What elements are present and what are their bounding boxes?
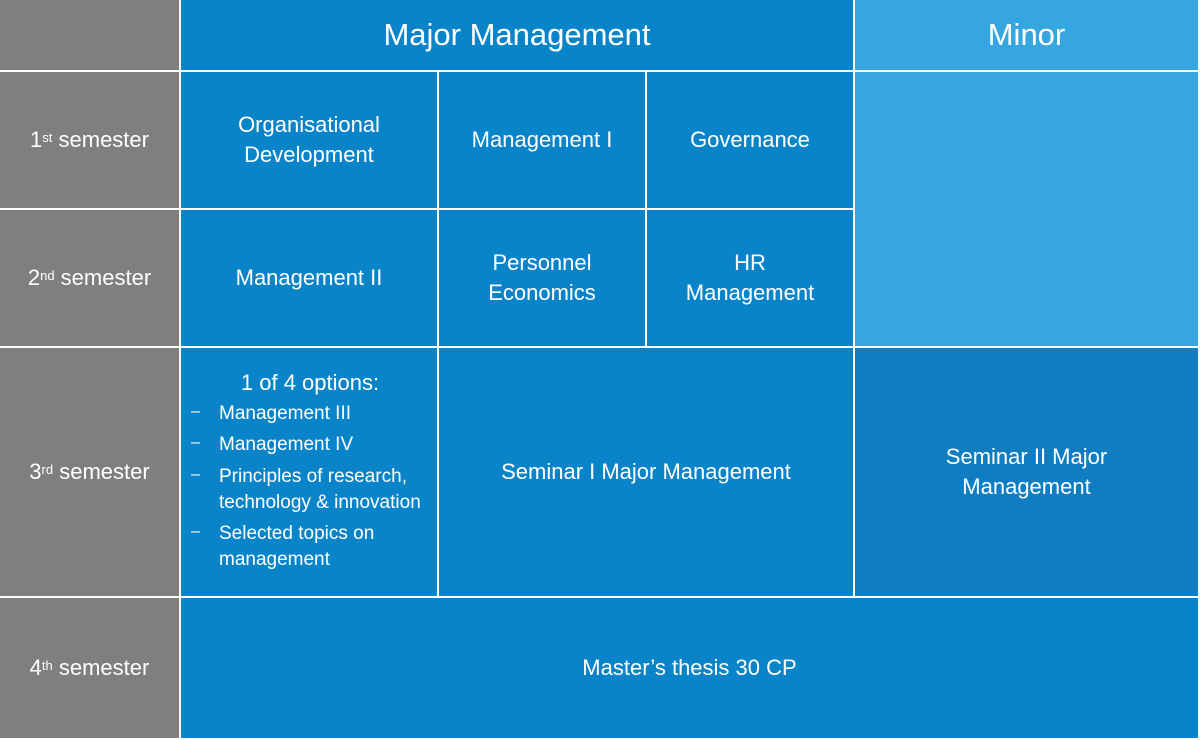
corner-cell [0,0,181,72]
module-personnel-economics: Personnel Economics [439,210,647,348]
module-management-2: Management II [181,210,439,348]
major-header-label: Major Management [383,17,651,53]
list-item: –Management IV [191,432,429,458]
minor-block [855,72,1200,348]
module-seminar-2: Seminar II Major Management [855,348,1200,598]
options-list: –Management III –Management IV –Principl… [191,401,429,578]
module-seminar-1: Seminar I Major Management [439,348,855,598]
minor-header: Minor [855,0,1200,72]
dash-bullet: – [191,523,200,541]
module-organisational-development: Organisational Development [181,72,439,210]
list-item: –Management III [191,401,429,427]
major-header: Major Management [181,0,855,72]
module-management-1: Management I [439,72,647,210]
module-governance: Governance [647,72,855,210]
options-title: 1 of 4 options: [240,369,380,395]
minor-header-label: Minor [987,17,1066,53]
dash-bullet: – [191,434,200,452]
list-item: –Principles of research, technology & in… [191,464,429,516]
options-block: 1 of 4 options: –Management III –Managem… [181,348,439,598]
module-masters-thesis: Master’s thesis 30 CP [181,598,1200,740]
module-hr-management: HR Management [647,210,855,348]
dash-bullet: – [191,465,200,483]
dash-bullet: – [191,403,200,421]
list-item: –Selected topics on management [191,521,429,573]
